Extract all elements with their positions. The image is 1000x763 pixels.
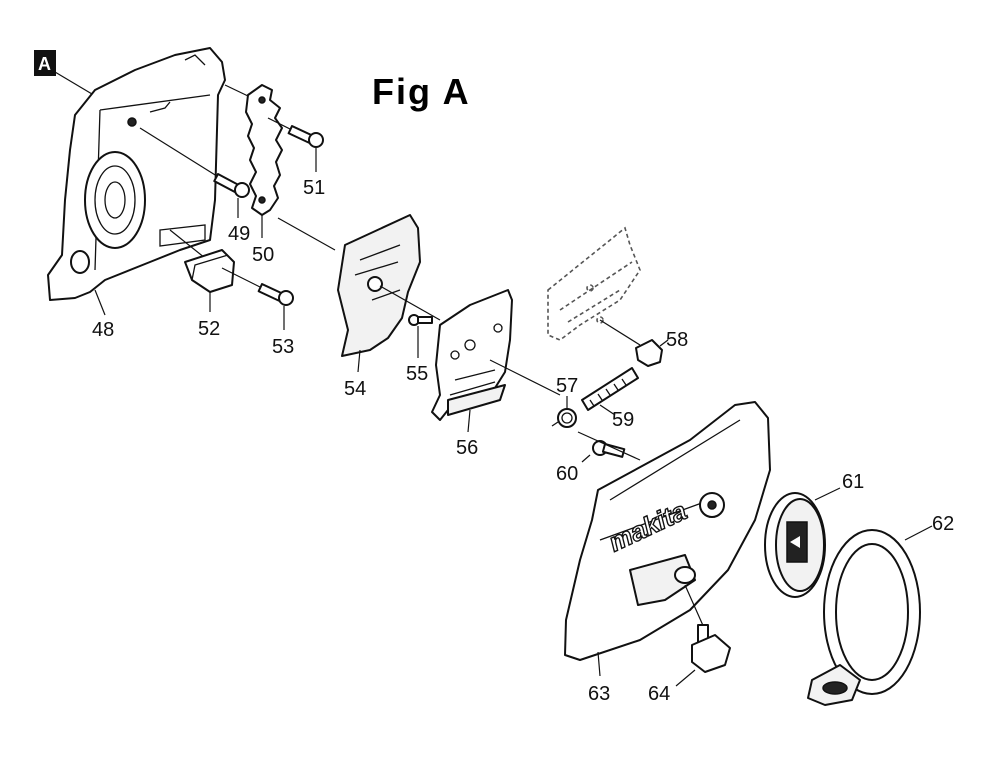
callout-58: 58: [666, 329, 688, 351]
leader-48: [94, 289, 106, 316]
part-51-screw: 51: [267, 117, 325, 199]
part-48-sprocket-guard: 48: [47, 47, 226, 341]
callout-59: 59: [612, 409, 634, 431]
callout-52: 52: [198, 318, 220, 340]
part-53-screw: 53: [221, 267, 294, 358]
callout-61: 61: [842, 471, 864, 493]
part-52-block: 52: [169, 229, 235, 340]
callout-57: 57: [556, 375, 578, 397]
callout-49: 49: [228, 223, 250, 245]
part-58-tension-nut: 58: [599, 319, 688, 367]
figure-title: Fig A: [372, 71, 471, 112]
callout-48: 48: [92, 319, 114, 341]
part-49-screw: 49: [139, 127, 250, 245]
part-55-screw: 55: [406, 314, 433, 385]
callout-64: 64: [648, 683, 670, 705]
part-59-adjusting-screw: 59: [581, 367, 639, 431]
part-62-cover-ring: 62: [807, 513, 954, 706]
guide-bar-reference-dashed: [547, 226, 641, 341]
reference-badge: A: [34, 50, 56, 76]
part-63-sprocket-cover: makita 63: [564, 401, 771, 705]
callout-50: 50: [252, 244, 274, 266]
callout-53: 53: [272, 336, 294, 358]
part-50-chain-catcher-plate: 50: [224, 84, 283, 266]
callout-63: 63: [588, 683, 610, 705]
part-57-gear: 57: [551, 375, 578, 428]
part-56-outer-plate: 56: [431, 289, 561, 459]
callout-55: 55: [406, 363, 428, 385]
part-54-guide-plate: 54: [277, 214, 441, 400]
part-61-tension-knob: 61: [764, 471, 864, 605]
callout-51: 51: [303, 177, 325, 199]
callout-60: 60: [556, 463, 578, 485]
callout-54: 54: [344, 378, 366, 400]
part-64-wing-lever: 64: [648, 584, 731, 705]
callout-62: 62: [932, 513, 954, 535]
part-60-screw: 60: [556, 431, 641, 485]
callout-56: 56: [456, 437, 478, 459]
reference-badge-label: A: [38, 54, 51, 74]
